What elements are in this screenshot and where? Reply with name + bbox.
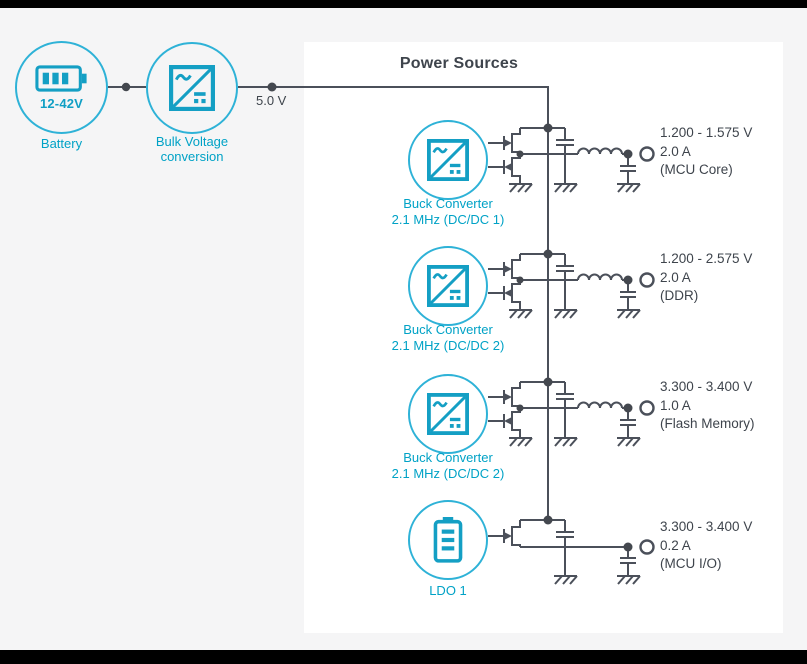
- rail-voltage: 1.200 - 1.575 V: [660, 125, 753, 140]
- bus-voltage-label: 5.0 V: [256, 93, 287, 108]
- bulk-conversion-node: [146, 42, 238, 134]
- ldo-1-label: LDO 1: [348, 583, 548, 599]
- rail-current: 0.2 A: [660, 537, 691, 553]
- battery-cell-icon: [433, 517, 463, 563]
- rail-4-output-spec: 3.300 - 3.400 V 0.2 A (MCU I/O): [660, 518, 807, 574]
- rail-current: 2.0 A: [660, 143, 691, 159]
- rail-voltage: 1.200 - 2.575 V: [660, 251, 753, 266]
- buck-converter-2-label: Buck Converter 2.1 MHz (DC/DC 2): [348, 322, 548, 354]
- bottom-black-bar: [0, 650, 807, 664]
- rail-load: (DDR): [660, 288, 699, 303]
- rail-1-output-spec: 1.200 - 1.575 V 2.0 A (MCU Core): [660, 124, 807, 180]
- battery-label: Battery: [40, 136, 83, 151]
- bulk-label-line1: Bulk Voltage: [155, 134, 229, 149]
- buck-converter-1-label: Buck Converter 2.1 MHz (DC/DC 1): [348, 196, 548, 228]
- rail-load: (MCU I/O): [660, 556, 722, 571]
- buck-converter-2-node: [408, 246, 488, 326]
- rail-current: 1.0 A: [660, 397, 691, 413]
- ldo-1-node: [408, 500, 488, 580]
- rail-load: (MCU Core): [660, 162, 733, 177]
- rail-name-line2: 2.1 MHz (DC/DC 1): [391, 212, 505, 227]
- buck-converter-1-node: [408, 120, 488, 200]
- dcdc-converter-icon: [169, 65, 215, 111]
- bulk-label-line2: conversion: [160, 149, 224, 164]
- rail-current: 2.0 A: [660, 269, 691, 285]
- power-sources-panel: [304, 42, 783, 633]
- rail-name-line1: Buck Converter: [403, 196, 493, 211]
- dcdc-converter-icon: [427, 265, 469, 307]
- battery-icon: [34, 65, 87, 92]
- buck-converter-3-node: [408, 374, 488, 454]
- rail-name-line2: 2.1 MHz (DC/DC 2): [391, 466, 505, 481]
- battery-voltage-range: 12-42V: [39, 96, 84, 111]
- rail-voltage: 3.300 - 3.400 V: [660, 379, 753, 394]
- dcdc-converter-icon: [427, 393, 469, 435]
- panel-title: Power Sources: [399, 55, 519, 72]
- rail-voltage: 3.300 - 3.400 V: [660, 519, 753, 534]
- rail-2-output-spec: 1.200 - 2.575 V 2.0 A (DDR): [660, 250, 807, 306]
- bulk-conversion-label: Bulk Voltage conversion: [130, 134, 254, 164]
- rail-name-line2: 2.1 MHz (DC/DC 2): [391, 338, 505, 353]
- rail-3-output-spec: 3.300 - 3.400 V 1.0 A (Flash Memory): [660, 378, 807, 434]
- top-black-bar: [0, 0, 807, 8]
- buck-converter-3-label: Buck Converter 2.1 MHz (DC/DC 2): [348, 450, 548, 482]
- rail-load: (Flash Memory): [660, 416, 755, 431]
- rail-name-line1: Buck Converter: [403, 450, 493, 465]
- rail-name-line1: Buck Converter: [403, 322, 493, 337]
- rail-name-line1: LDO 1: [429, 583, 467, 598]
- battery-node: 12-42V: [15, 41, 108, 134]
- dcdc-converter-icon: [427, 139, 469, 181]
